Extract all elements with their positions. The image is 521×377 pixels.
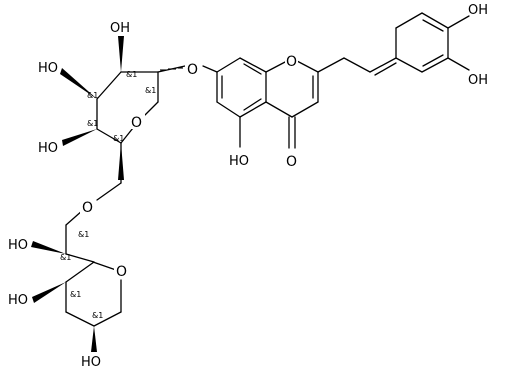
hash-layer — [160, 67, 183, 71]
atom-label-glc-ho-left: HO — [38, 61, 58, 76]
wedge-bond — [62, 129, 97, 146]
bond — [395, 57, 423, 73]
bond — [374, 62, 397, 76]
bond — [96, 71, 122, 100]
bond — [369, 57, 397, 73]
stereo-label: &1 — [78, 230, 89, 239]
bond — [447, 57, 470, 71]
bond — [144, 101, 159, 116]
bond-layer — [65, 12, 470, 327]
bond — [296, 60, 319, 73]
bond — [395, 12, 423, 29]
atom-label-ether-o-6: O — [82, 200, 93, 216]
atom-label-carbonyl-o: O — [286, 154, 297, 170]
wedge-bond — [118, 143, 124, 180]
wedge-bond — [60, 68, 97, 99]
bond — [96, 182, 122, 201]
atom-label-ether-o-7: O — [187, 62, 198, 78]
stereo-layer: &1 &1 &1 &1 &1 &1 &1 &1 &1 — [60, 70, 156, 320]
bond — [265, 101, 293, 118]
atom-label-ring-o-chromone: O — [286, 54, 297, 70]
stereo-label: &1 — [126, 70, 137, 79]
stereo-label: &1 — [87, 119, 98, 128]
bond — [202, 65, 218, 73]
wedge-bond — [91, 326, 97, 352]
bond — [421, 12, 449, 29]
stereo-label: &1 — [145, 86, 156, 95]
bond — [65, 253, 95, 263]
bond — [265, 60, 288, 73]
bond — [216, 57, 241, 73]
bond — [291, 101, 319, 118]
bond — [239, 101, 267, 118]
atom-label-glc-oh-top: OH — [110, 21, 130, 36]
bond — [216, 101, 241, 118]
bond — [422, 19, 444, 32]
wedge-bond — [31, 241, 66, 254]
bond — [421, 57, 449, 73]
bond — [343, 57, 371, 73]
atom-label-xyl-ho-bottom: HO — [81, 355, 101, 370]
atom-label-catechol-oh-bottom: OH — [468, 73, 488, 88]
stereo-label: &1 — [92, 311, 103, 320]
bond — [65, 261, 95, 283]
bond — [243, 63, 262, 75]
atom-label-xyl-ho-mid: HO — [8, 293, 28, 308]
stereo-label: &1 — [113, 134, 124, 143]
label-layer: O O HO O OH OH OH HO HO O O HO HO HO O — [8, 3, 488, 370]
atom-label-catechol-oh-top: OH — [468, 3, 488, 18]
atom-label-glc-ho-lower: HO — [38, 141, 58, 156]
bond — [447, 15, 470, 29]
bond — [92, 261, 117, 271]
bond — [422, 54, 444, 67]
wedge-layer — [31, 36, 124, 352]
wedge-bond — [118, 36, 124, 72]
wedge-bond — [32, 282, 66, 303]
bond — [65, 311, 95, 327]
bond — [96, 128, 122, 144]
bond — [317, 57, 345, 73]
stereo-label: &1 — [70, 290, 81, 299]
stereo-label: &1 — [87, 91, 98, 100]
bond — [93, 311, 122, 327]
atom-label-xyl-ho-upper: HO — [8, 238, 28, 253]
stereo-label: &1 — [60, 253, 71, 262]
atom-label-ring-o-xyl: O — [116, 264, 127, 280]
bond — [243, 98, 262, 111]
atom-label-ring-o-glc: O — [131, 115, 142, 131]
bond — [239, 57, 267, 73]
atom-label-5-oh: HO — [229, 154, 249, 169]
